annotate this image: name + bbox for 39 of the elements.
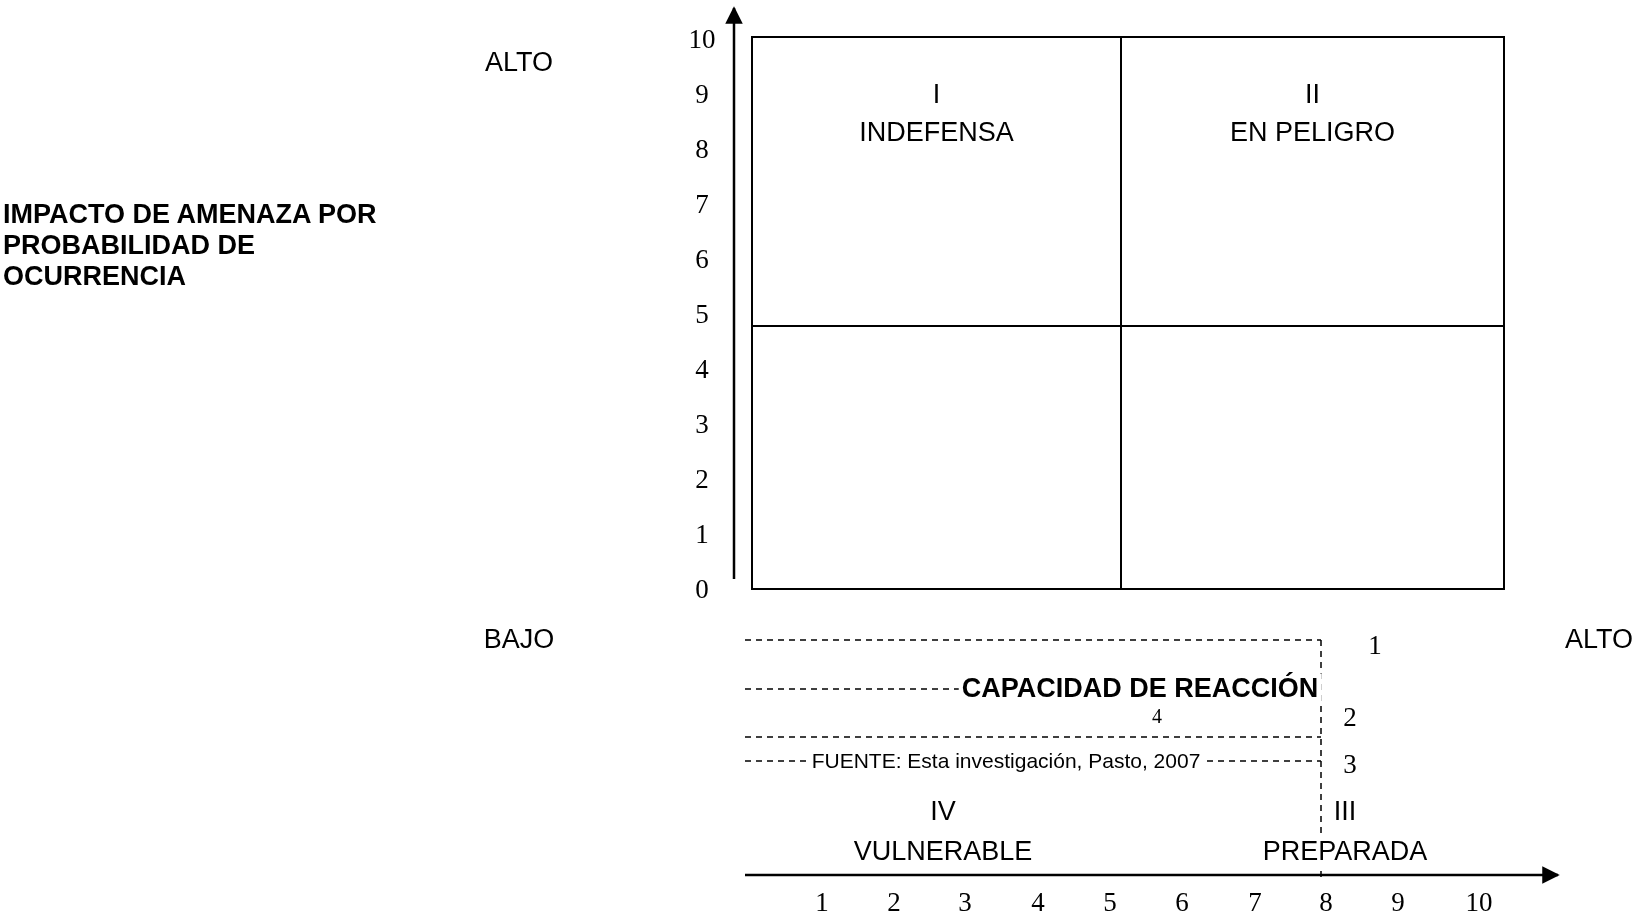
tick-label: 3 (958, 887, 972, 919)
tick-label: 8 (1319, 887, 1333, 919)
tick-label: 5 (1103, 887, 1117, 919)
tick-label: 8 (695, 134, 709, 166)
row-number: 4 (1152, 704, 1162, 728)
row-number: 2 (1343, 702, 1357, 734)
tick-label: 9 (695, 79, 709, 111)
tick-label: 4 (695, 354, 709, 386)
level-label: BAJO (483, 624, 555, 656)
row-number: 1 (1368, 630, 1382, 662)
axis-title: IMPACTO DE AMENAZA POR PROBABILIDAD DE OCURRENCIA (3, 199, 378, 293)
tick-label: 2 (887, 887, 901, 919)
quadrant-box (751, 36, 1122, 327)
quadrant-number: IV (930, 796, 956, 828)
tick-label: 2 (695, 464, 709, 496)
tick-label: 7 (1248, 887, 1262, 919)
quadrant-title: INDEFENSA (858, 115, 1015, 149)
quadrant-title: VULNERABLE (853, 836, 1033, 868)
quadrant-number: II (1304, 78, 1321, 111)
quadrant-box (1120, 325, 1505, 590)
tick-label: 5 (695, 299, 709, 331)
tick-label: 10 (688, 24, 716, 56)
level-label: ALTO (485, 47, 553, 79)
tick-label: 1 (815, 887, 829, 919)
tick-label: 0 (695, 574, 709, 606)
row-number: 3 (1343, 749, 1357, 781)
quadrant-box (751, 325, 1122, 590)
tick-label: 1 (695, 519, 709, 551)
level-label: ALTO (1565, 624, 1633, 656)
tick-label: 9 (1391, 887, 1405, 919)
tick-label: 6 (1175, 887, 1189, 919)
tick-label: 4 (1031, 887, 1045, 919)
tick-label: 6 (695, 244, 709, 276)
tick-label: 3 (695, 409, 709, 441)
tick-label: 10 (1465, 887, 1493, 919)
quadrant-title: EN PELIGRO (1228, 115, 1396, 149)
quadrant-number: I (931, 78, 942, 111)
quadrant-box (1120, 36, 1505, 327)
tick-label: 7 (695, 189, 709, 221)
